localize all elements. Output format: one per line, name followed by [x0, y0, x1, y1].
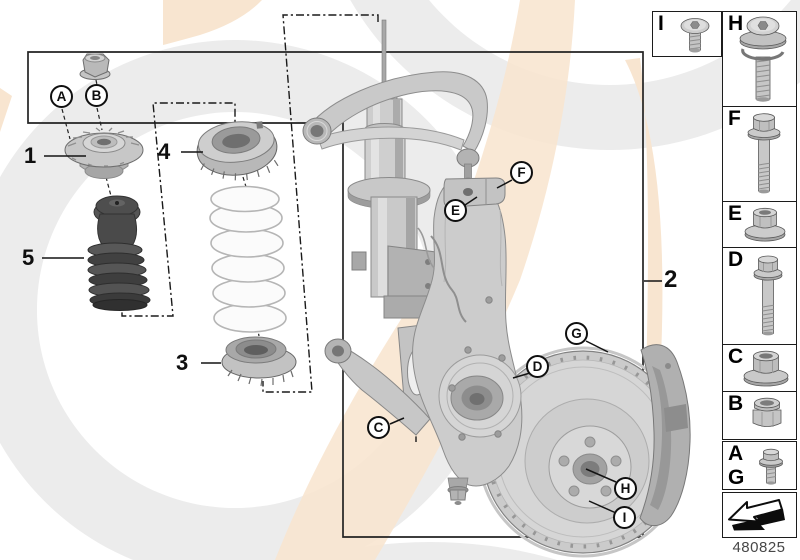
small-flange-bolt-icon: [759, 448, 783, 485]
long-flange-bolt-icon: [747, 113, 781, 194]
legend-item-i[interactable]: I: [652, 11, 722, 57]
upper-control-arm-drawing: [302, 71, 488, 183]
legend-letter-f: F: [728, 107, 741, 130]
legend-letter-c: C: [728, 345, 744, 368]
callout-c[interactable]: C: [367, 416, 390, 439]
upper-spring-pad-drawing: [196, 121, 279, 181]
collar-screw-with-washer-icon: [739, 16, 787, 102]
legend-item-e[interactable]: E: [722, 201, 797, 248]
strut-support-bearing-drawing: [64, 127, 144, 179]
flange-nut-icon: [744, 207, 786, 242]
large-flange-nut-icon: [743, 350, 789, 387]
legend-letter-d: D: [728, 248, 744, 271]
legend-letter-i: I: [658, 12, 664, 35]
callout-f[interactable]: F: [510, 161, 533, 184]
brake-caliper-drawing: [639, 344, 691, 527]
part-label-3[interactable]: 3: [176, 350, 189, 375]
accent-ribbons: [0, 0, 663, 560]
countersunk-socket-screw-icon: [680, 18, 710, 53]
callout-a[interactable]: A: [50, 85, 73, 108]
legend-letter-b: B: [728, 392, 744, 415]
brake-disc-drawing: [477, 346, 689, 558]
legend-item-c[interactable]: C: [722, 344, 797, 392]
legend-item-d[interactable]: D: [722, 247, 797, 345]
legend-item-b[interactable]: B: [722, 391, 797, 440]
part-label-5[interactable]: 5: [22, 245, 35, 270]
kit-boundary-frame: [27, 51, 644, 538]
legend-letter-a: A: [728, 442, 744, 465]
front-axle-assembly-drawing: [302, 19, 691, 558]
flange-bolt-icon: [753, 255, 783, 336]
legend-item-a-g[interactable]: A G: [722, 441, 797, 490]
lower-spring-pad-drawing: [221, 336, 297, 387]
callout-d[interactable]: D: [526, 355, 549, 378]
legend-letter-e: E: [728, 202, 743, 225]
knuckle-bolt-bosses: [448, 296, 506, 441]
legend-item-direction[interactable]: [722, 492, 797, 538]
callout-e[interactable]: E: [444, 199, 467, 222]
callout-g[interactable]: G: [565, 322, 588, 345]
callout-b[interactable]: B: [85, 84, 108, 107]
legend-item-f[interactable]: F: [722, 106, 797, 202]
lower-control-arm-drawing: [324, 338, 431, 436]
self-locking-nut-icon: [752, 397, 782, 427]
direction-arrow-icon: [728, 499, 785, 531]
legend-item-h[interactable]: H: [722, 11, 797, 107]
legend-letter-g: G: [728, 466, 745, 489]
bump-stop-drawing: [87, 195, 151, 311]
solid-leaders: [42, 151, 662, 514]
coil-spring-drawing: [209, 185, 287, 333]
part-label-4[interactable]: 4: [158, 139, 171, 164]
callout-i[interactable]: I: [613, 506, 636, 529]
wheel-bolt-holes: [558, 436, 622, 497]
strut-nut-drawing: [79, 53, 111, 80]
part-label-2[interactable]: 2: [664, 266, 678, 293]
abs-sensor-wire-drawing: [417, 227, 467, 323]
callout-h[interactable]: H: [614, 477, 637, 500]
spring-strut-drawing: [347, 19, 437, 319]
part-label-1[interactable]: 1: [24, 143, 37, 168]
diagram-number: 480825: [732, 539, 786, 556]
legend-letter-h: H: [728, 12, 744, 35]
